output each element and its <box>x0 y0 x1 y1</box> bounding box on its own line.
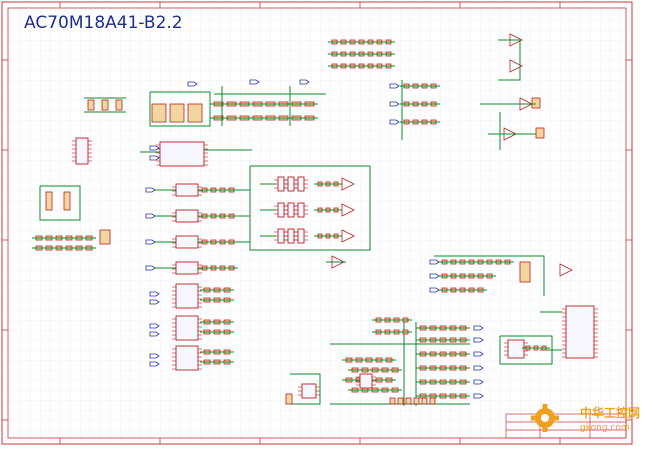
net-port <box>149 299 160 305</box>
net-port <box>389 119 400 125</box>
net-port <box>149 323 160 329</box>
logic-ic <box>175 283 199 309</box>
net-port <box>473 379 484 385</box>
schematic-blocks <box>32 33 598 406</box>
component <box>115 99 123 111</box>
component <box>87 99 95 111</box>
component <box>535 127 545 139</box>
sheet-title: AC70M18A41-B2.2 <box>24 13 183 33</box>
net-port <box>149 353 160 359</box>
power-device <box>151 103 167 123</box>
net-port <box>389 83 400 89</box>
net-port <box>187 81 198 87</box>
connector-block <box>75 137 89 165</box>
power-ic <box>507 339 525 359</box>
optocoupler <box>301 383 317 399</box>
transistor <box>99 229 111 245</box>
net-port <box>473 325 484 331</box>
mosfet <box>287 202 295 218</box>
amplifier-ic <box>175 209 199 223</box>
opamp <box>341 229 355 243</box>
mosfet <box>277 202 285 218</box>
capacitor <box>389 397 396 405</box>
amplifier-ic <box>175 261 199 275</box>
capacitor <box>413 397 420 405</box>
component <box>531 97 541 109</box>
opamp <box>559 263 573 277</box>
mosfet <box>297 228 305 244</box>
net-port <box>149 291 160 297</box>
net-port <box>429 259 440 265</box>
gate-driver <box>159 141 205 167</box>
capacitor <box>397 397 404 405</box>
net-port <box>149 331 160 337</box>
net-port <box>473 337 484 343</box>
capacitor <box>429 397 436 405</box>
net-port <box>473 351 484 357</box>
power-device <box>169 103 185 123</box>
mosfet <box>287 228 295 244</box>
watermark-text-en: gkong.com <box>580 423 630 433</box>
watermark-text-cn: 中华工控网 <box>580 405 640 420</box>
sheet-grid <box>4 4 630 442</box>
amplifier-ic <box>175 235 199 249</box>
net-port <box>389 101 400 107</box>
wire <box>290 373 321 405</box>
wire <box>149 91 211 127</box>
wire <box>498 39 521 81</box>
capacitor <box>421 397 428 405</box>
net-port <box>473 365 484 371</box>
wire <box>249 166 371 251</box>
net-port <box>149 361 160 367</box>
regulator <box>519 261 531 283</box>
net-port <box>145 187 156 193</box>
mcu-chip <box>565 305 595 359</box>
mosfet <box>277 176 285 192</box>
net-port <box>473 393 484 399</box>
amplifier-ic <box>175 183 199 197</box>
logic-ic <box>175 345 199 371</box>
opamp <box>509 59 523 73</box>
opamp <box>341 177 355 191</box>
logic-ic <box>175 315 199 341</box>
gear-icon <box>531 404 559 432</box>
wire <box>39 185 81 221</box>
net-port <box>145 239 156 245</box>
net-port <box>149 155 160 161</box>
sheet-border <box>1 1 633 445</box>
mosfet <box>287 176 295 192</box>
net-port <box>249 79 260 85</box>
net-port <box>145 213 156 219</box>
net-port <box>429 287 440 293</box>
net-port <box>429 273 440 279</box>
component <box>101 99 109 111</box>
net-port <box>145 265 156 271</box>
opamp <box>341 203 355 217</box>
driver-ic <box>359 373 373 389</box>
net-port <box>299 79 310 85</box>
component <box>45 191 53 211</box>
wire <box>499 335 553 365</box>
component <box>63 191 71 211</box>
border-ticks <box>2 2 632 444</box>
net-port <box>149 145 160 151</box>
watermark: 中华工控网 gkong.com <box>531 404 640 433</box>
component <box>285 393 293 405</box>
mosfet <box>297 202 305 218</box>
mosfet <box>277 228 285 244</box>
capacitor <box>405 397 412 405</box>
power-device <box>187 103 203 123</box>
wire <box>434 255 545 296</box>
mosfet <box>297 176 305 192</box>
